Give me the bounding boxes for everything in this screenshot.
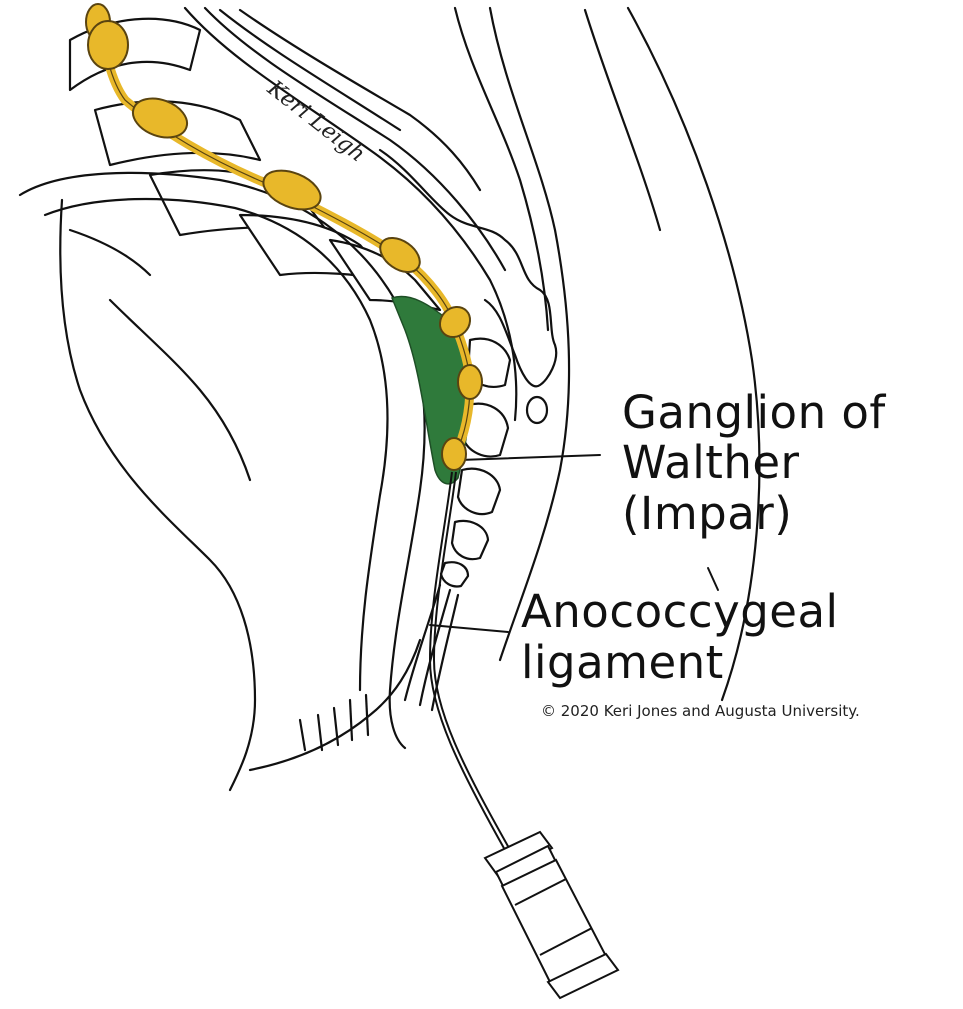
ganglion-impar (442, 438, 466, 470)
ligament-leader-line (430, 625, 508, 632)
rectum-lumen-line (60, 200, 255, 790)
ligament-label-line-2: ligament (521, 640, 724, 685)
coccygeal-cornu (527, 397, 547, 423)
coccyx-3 (458, 469, 500, 514)
sympathetic-ganglion (458, 365, 482, 399)
sympathetic-ganglion (88, 21, 128, 69)
ganglion-label-line-1: Ganglion of (622, 390, 886, 435)
coccyx-4 (452, 521, 488, 559)
rectum-outer-wall (20, 173, 425, 748)
skin-contour-inner (585, 10, 660, 230)
ligament-label-line-1: Anococcygeal (521, 589, 839, 634)
coccyx-5 (441, 562, 468, 586)
copyright-notice: © 2020 Keri Jones and Augusta University… (541, 704, 860, 719)
rectum-fold (110, 300, 250, 480)
ganglion-label-line-3: (Impar) (622, 491, 792, 536)
rectum-fold-2 (70, 230, 150, 275)
dorsal-soft-tissue (490, 8, 569, 660)
ganglion-label-line-2: Walther (622, 440, 800, 485)
anal-canal (250, 640, 420, 770)
